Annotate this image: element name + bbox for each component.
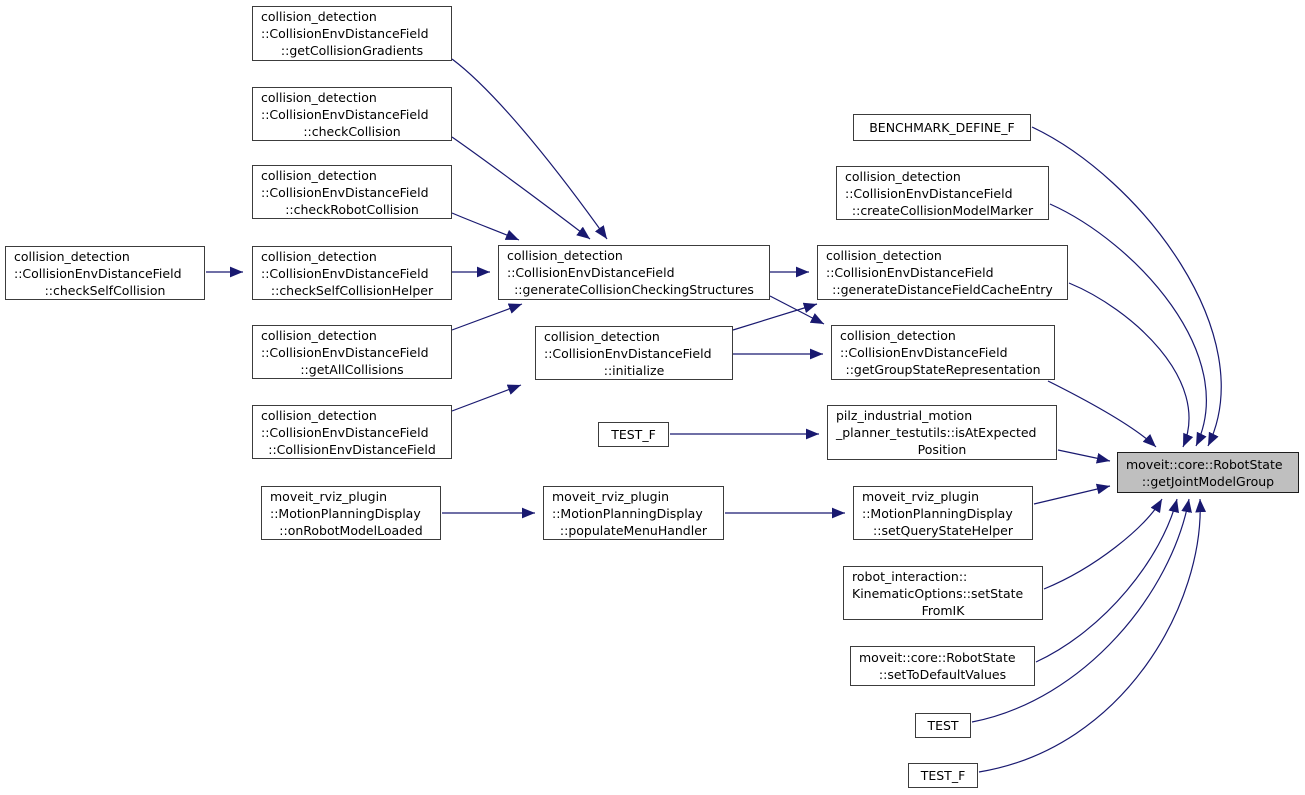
node-checkSelfCollision[interactable]: collision_detection ::CollisionEnvDistan… xyxy=(5,246,205,300)
node-onRobotModelLoaded[interactable]: moveit_rviz_plugin ::MotionPlanningDispl… xyxy=(261,486,441,540)
node-createCollisionModelMarker[interactable]: collision_detection ::CollisionEnvDistan… xyxy=(836,166,1049,220)
node-getCollisionGradients[interactable]: collision_detection ::CollisionEnvDistan… xyxy=(252,6,452,61)
node-CollisionEnvDistanceField-constructor[interactable]: collision_detection ::CollisionEnvDistan… xyxy=(252,405,452,459)
node-getAllCollisions[interactable]: collision_detection ::CollisionEnvDistan… xyxy=(252,325,452,379)
label-line: ::setQueryStateHelper xyxy=(873,522,1013,538)
label-line: ::CollisionEnvDistanceField xyxy=(826,265,994,280)
label-line: collision_detection xyxy=(261,407,377,423)
label-line: ::checkSelfCollisionHelper xyxy=(270,282,434,298)
label-line: ::onRobotModelLoaded xyxy=(279,522,423,538)
label-line: ::CollisionEnvDistanceField xyxy=(261,344,429,360)
node-checkRobotCollision[interactable]: collision_detection ::CollisionEnvDistan… xyxy=(252,165,452,219)
label-line: ::populateMenuHandler xyxy=(559,522,708,538)
label-line: ::CollisionEnvDistanceField xyxy=(268,441,436,457)
label-line: ::CollisionEnvDistanceField xyxy=(261,26,429,41)
label-line: ::getAllCollisions xyxy=(300,361,404,377)
edge-TEST_F_bottom-to-getJointModelGroup xyxy=(978,498,1207,773)
label-line: ::CollisionEnvDistanceField xyxy=(261,106,429,122)
label-line: ::checkRobotCollision xyxy=(285,201,419,217)
label-line: ::createCollisionModelMarker xyxy=(851,202,1034,218)
node-initialize[interactable]: collision_detection ::CollisionEnvDistan… xyxy=(535,326,733,380)
label-line: ::checkCollision xyxy=(303,123,401,139)
label-line: ::initialize xyxy=(603,362,665,378)
label-line: ::CollisionEnvDistanceField xyxy=(507,265,675,280)
node-checkCollision[interactable]: collision_detection ::CollisionEnvDistan… xyxy=(252,87,452,141)
label-line: TEST_F xyxy=(611,427,656,442)
label-line: ::CollisionEnvDistanceField xyxy=(261,424,429,440)
node-getJointModelGroup-target: moveit::core::RobotState ::getJointModel… xyxy=(1117,452,1299,493)
label-line: TEST xyxy=(927,718,959,733)
label-line: ::generateCollisionCheckingStructures xyxy=(514,282,754,297)
label-line: ::getJointModelGroup xyxy=(1141,473,1275,489)
label-line: ::CollisionEnvDistanceField xyxy=(544,345,712,361)
node-isAtExpectedPosition[interactable]: pilz_industrial_motion _planner_testutil… xyxy=(827,405,1057,460)
edge-getGroupStateRepresentation-to-getJointModelGroup xyxy=(1047,380,1157,448)
node-TEST_F-mid[interactable]: TEST_F xyxy=(598,422,669,447)
label-line: ::getGroupStateRepresentation xyxy=(845,362,1041,377)
node-BENCHMARK_DEFINE_F[interactable]: BENCHMARK_DEFINE_F xyxy=(853,114,1031,141)
label-line: ::MotionPlanningDisplay xyxy=(862,505,1013,521)
label-line: ::CollisionEnvDistanceField xyxy=(845,185,1013,201)
label-line: Position xyxy=(917,442,967,457)
label-line: collision_detection xyxy=(840,328,956,343)
label-line: pilz_industrial_motion xyxy=(836,408,973,423)
label-line: collision_detection xyxy=(826,248,942,263)
edge-checkRobotCollision-to-generateCollisionCheckingStructures xyxy=(451,212,520,241)
edge-TEST-to-getJointModelGroup xyxy=(971,498,1192,723)
label-line: moveit_rviz_plugin xyxy=(552,488,670,504)
label-line: ::MotionPlanningDisplay xyxy=(270,505,421,521)
label-line: ::getCollisionGradients xyxy=(280,43,424,58)
node-setStateFromIK[interactable]: robot_interaction:: KinematicOptions::se… xyxy=(843,566,1043,620)
edge-isAtExpectedPosition-to-getJointModelGroup xyxy=(1057,449,1111,464)
edge-getAllCollisions-to-generateCollisionCheckingStructures xyxy=(451,303,523,331)
label-line: ::CollisionEnvDistanceField xyxy=(261,265,429,281)
label-line: moveit_rviz_plugin xyxy=(862,488,980,504)
node-generateCollisionCheckingStructures[interactable]: collision_detection ::CollisionEnvDistan… xyxy=(498,245,770,300)
edge-constructor-to-initialize xyxy=(451,384,522,412)
label-line: BENCHMARK_DEFINE_F xyxy=(869,120,1015,135)
node-checkSelfCollisionHelper[interactable]: collision_detection ::CollisionEnvDistan… xyxy=(252,246,452,300)
edge-generateDistanceFieldCacheEntry-to-getJointModelGroup xyxy=(1068,282,1194,448)
label-line: collision_detection xyxy=(261,89,377,105)
node-populateMenuHandler[interactable]: moveit_rviz_plugin ::MotionPlanningDispl… xyxy=(543,486,724,540)
edge-initialize-to-generateDistanceFieldCacheEntry xyxy=(732,302,818,331)
label-line: ::MotionPlanningDisplay xyxy=(552,505,703,521)
label-line: TEST_F xyxy=(920,768,966,783)
label-line: ::checkSelfCollision xyxy=(44,282,166,298)
label-line: KinematicOptions::setState xyxy=(852,585,1024,601)
label-line: ::generateDistanceFieldCacheEntry xyxy=(832,282,1053,297)
edge-setQueryStateHelper-to-getJointModelGroup xyxy=(1033,483,1111,505)
label-line: ::CollisionEnvDistanceField xyxy=(14,265,182,281)
label-line: moveit::core::RobotState xyxy=(859,650,1016,665)
node-TEST_F-bottom[interactable]: TEST_F xyxy=(908,763,978,788)
label-line: collision_detection xyxy=(544,328,660,344)
label-line: collision_detection xyxy=(14,248,130,264)
node-generateDistanceFieldCacheEntry[interactable]: collision_detection ::CollisionEnvDistan… xyxy=(817,245,1068,300)
label-line: FromIK xyxy=(921,602,965,618)
label-line: collision_detection xyxy=(507,248,623,263)
edge-checkCollision-to-generateCollisionCheckingStructures xyxy=(451,136,591,240)
label-line: collision_detection xyxy=(845,168,961,184)
label-line: collision_detection xyxy=(261,9,377,24)
edge-getCollisionGradients-to-generateCollisionCheckingStructures xyxy=(451,58,608,240)
label-line: ::CollisionEnvDistanceField xyxy=(840,345,1008,360)
node-getGroupStateRepresentation[interactable]: collision_detection ::CollisionEnvDistan… xyxy=(831,325,1055,380)
label-line: ::CollisionEnvDistanceField xyxy=(261,184,429,200)
label-line: moveit_rviz_plugin xyxy=(270,488,388,504)
label-line: collision_detection xyxy=(261,327,377,343)
label-line: robot_interaction:: xyxy=(852,568,968,584)
label-line: moveit::core::RobotState xyxy=(1126,456,1283,472)
label-line: ::setToDefaultValues xyxy=(878,667,1007,682)
label-line: collision_detection xyxy=(261,248,377,264)
label-line: _planner_testutils::isAtExpected xyxy=(836,425,1037,440)
node-setToDefaultValues[interactable]: moveit::core::RobotState ::setToDefaultV… xyxy=(850,646,1035,686)
edge-BENCHMARK_DEFINE_F-to-getJointModelGroup xyxy=(1031,126,1222,447)
node-TEST[interactable]: TEST xyxy=(915,713,971,738)
node-setQueryStateHelper[interactable]: moveit_rviz_plugin ::MotionPlanningDispl… xyxy=(853,486,1033,540)
label-line: collision_detection xyxy=(261,167,377,183)
edge-createCollisionModelMarker-to-getJointModelGroup xyxy=(1049,203,1207,447)
edge-setToDefaultValues-to-getJointModelGroup xyxy=(1035,498,1179,663)
edge-setStateFromIK-to-getJointModelGroup xyxy=(1043,498,1163,590)
